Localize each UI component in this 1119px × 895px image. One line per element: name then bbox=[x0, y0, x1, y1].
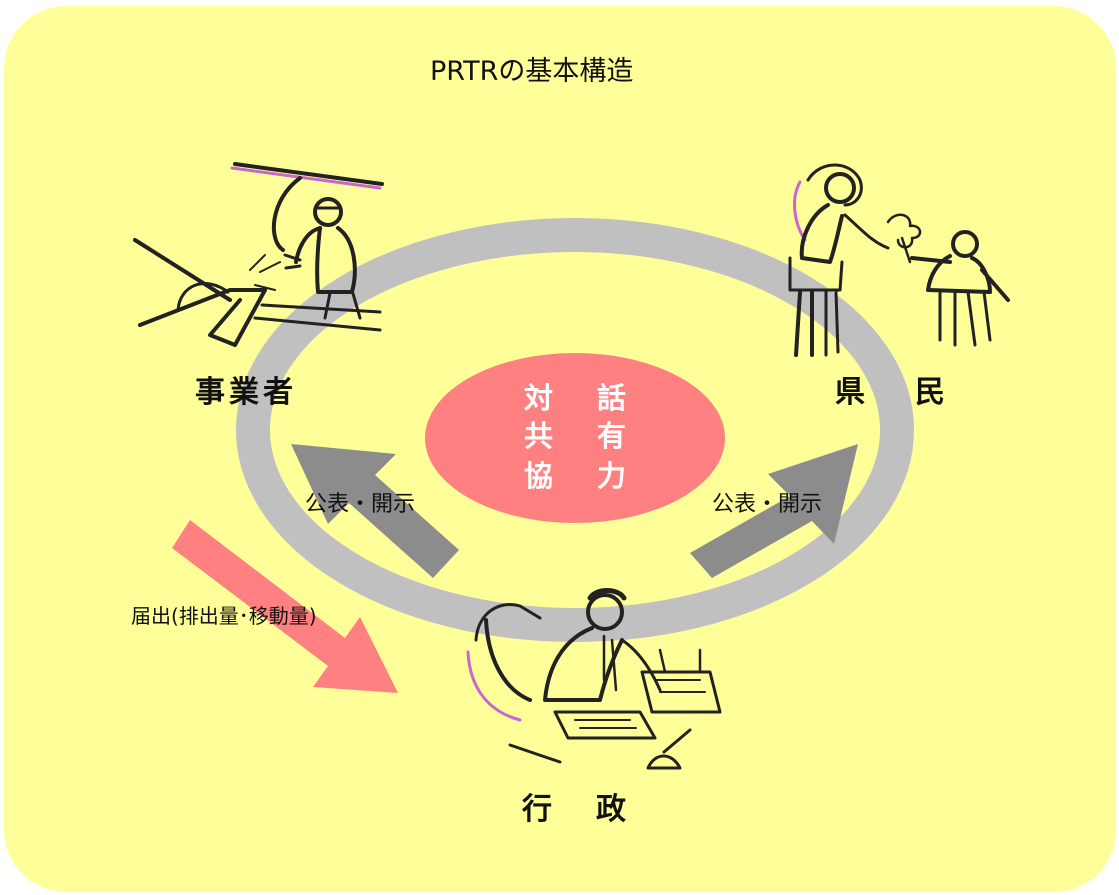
diagram-title: PRTRの基本構造 bbox=[430, 56, 634, 87]
center-text-sharing: 共有 bbox=[524, 419, 671, 453]
report-label: 届出(排出量･移動量) bbox=[131, 604, 317, 628]
publish-arrow-right bbox=[690, 444, 858, 578]
center-text-dialogue: 対話 bbox=[524, 381, 671, 415]
center-text-cooperation: 協力 bbox=[524, 459, 671, 493]
office-worker-desk-icon bbox=[466, 588, 722, 770]
role-label-citizens: 県民 bbox=[835, 375, 995, 410]
publish-arrow-left bbox=[291, 444, 459, 578]
role-label-administration: 行政 bbox=[522, 792, 670, 827]
worker-welding-icon bbox=[133, 162, 384, 347]
cycle-ring bbox=[236, 218, 914, 642]
publish-label-right: 公表・開示 bbox=[712, 492, 823, 517]
role-label-business: 事業者 bbox=[195, 375, 297, 410]
woman-and-child-icon bbox=[788, 163, 1010, 357]
report-arrow bbox=[172, 520, 398, 693]
publish-label-left: 公表・開示 bbox=[305, 492, 416, 517]
center-ellipse bbox=[425, 353, 725, 523]
